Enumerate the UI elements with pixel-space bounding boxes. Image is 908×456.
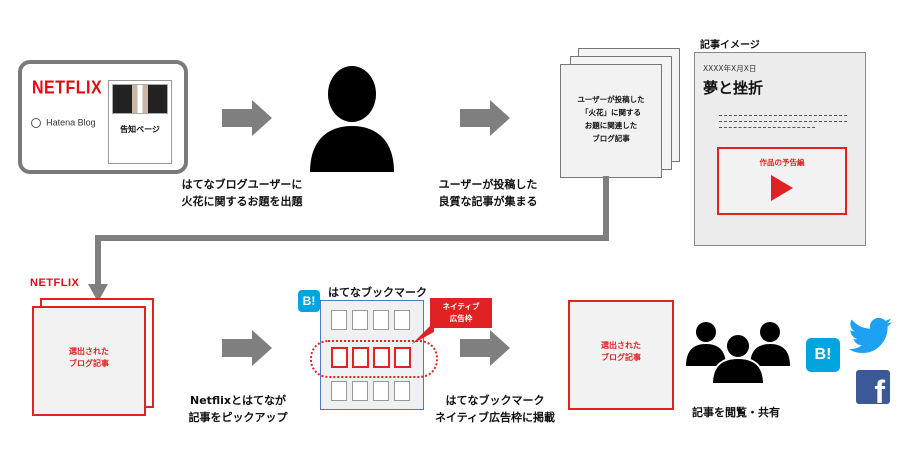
right-arrow-icon bbox=[460, 100, 510, 136]
hatena-circle-icon bbox=[31, 117, 41, 128]
article-image-heading: 記事イメージ bbox=[700, 40, 760, 51]
right-arrow-icon bbox=[460, 330, 510, 366]
article-text-line bbox=[719, 127, 815, 128]
notice-page-thumbnail: 告知ページ bbox=[108, 80, 172, 164]
blog-post-line2: 「火花」に関する bbox=[581, 108, 641, 117]
entry-thumbnail bbox=[331, 381, 347, 401]
right-arrow-icon bbox=[222, 100, 272, 136]
entry-thumbnail bbox=[352, 310, 368, 330]
blog-post-stack-text: ユーザーが投稿した 「火花」に関する お題に関連した ブログ記事 bbox=[561, 93, 661, 145]
step2-caption-line2: 良質な記事が集まる bbox=[438, 195, 538, 208]
selected-post-front: 選出された ブログ記事 bbox=[32, 306, 146, 416]
selected-post-line2: ブログ記事 bbox=[69, 359, 109, 368]
native-ad-callout-line1: ネイティブ bbox=[442, 302, 480, 311]
entry-thumbnail bbox=[394, 381, 410, 401]
native-ad-callout-line2: 広告枠 bbox=[449, 314, 473, 323]
hatena-blog-logo-text: Hatena Blog bbox=[46, 117, 96, 128]
native-ad-thumbnail bbox=[331, 347, 348, 368]
trailer-video-label: 作品の予告編 bbox=[759, 158, 805, 167]
user-icon bbox=[310, 66, 394, 172]
facebook-letter: f bbox=[874, 374, 885, 404]
entry-thumbnail bbox=[373, 310, 389, 330]
article-image-frame: XXXX年X月X日 夢と挫折 作品の予告編 bbox=[694, 52, 866, 246]
native-ad-thumbnail bbox=[352, 347, 369, 368]
twitter-icon bbox=[848, 317, 892, 353]
blog-post-line3: お題に関連した bbox=[584, 121, 638, 130]
published-post-line1: 選出された bbox=[601, 341, 641, 350]
hatena-bookmark-title: はてなブックマーク bbox=[328, 286, 427, 299]
user-group-icon bbox=[686, 322, 790, 385]
entry-thumbnail bbox=[331, 310, 347, 330]
step4-caption: Netflixとはてなが 記事をピックアップ bbox=[168, 392, 308, 426]
step6-caption: 記事を閲覧・共有 bbox=[692, 406, 780, 419]
article-text-line bbox=[719, 121, 847, 122]
facebook-icon: f bbox=[856, 370, 890, 404]
right-arrow-icon bbox=[222, 330, 272, 366]
connector-down-arrow bbox=[88, 176, 609, 302]
step2-caption: ユーザーが投稿した 良質な記事が集まる bbox=[418, 176, 558, 210]
blog-post-line4: ブログ記事 bbox=[592, 134, 630, 143]
step1-caption-line2: 火花に関するお題を出題 bbox=[181, 195, 303, 208]
step1-caption-line1: はてなブログユーザーに bbox=[181, 178, 303, 191]
native-ad-highlight bbox=[310, 340, 438, 378]
selected-post-line1: 選出された bbox=[69, 347, 109, 356]
article-date: XXXX年X月X日 bbox=[703, 64, 757, 73]
trailer-video-box[interactable]: 作品の予告編 bbox=[717, 147, 847, 215]
native-ad-callout: ネイティブ 広告枠 bbox=[430, 298, 492, 328]
step5-caption: はてなブックマーク ネイティブ広告枠に掲載 bbox=[420, 392, 570, 426]
entry-thumbnail bbox=[373, 381, 389, 401]
step5-caption-line2: ネイティブ広告枠に掲載 bbox=[434, 411, 556, 424]
native-ad-thumbnail bbox=[373, 347, 390, 368]
blog-post-line1: ユーザーが投稿した bbox=[577, 95, 645, 104]
blog-post-stack-front: ユーザーが投稿した 「火花」に関する お題に関連した ブログ記事 bbox=[560, 64, 662, 178]
hatena-bookmark-badge: B! bbox=[298, 290, 320, 312]
step1-caption: はてなブログユーザーに 火花に関するお題を出題 bbox=[162, 176, 322, 210]
selected-post-text: 選出された ブログ記事 bbox=[34, 346, 144, 370]
notice-page-image bbox=[112, 84, 168, 114]
hatena-bookmark-icon: B! bbox=[806, 338, 840, 372]
native-ad-callout-tail bbox=[412, 322, 434, 344]
netflix-logo: NETFLIX bbox=[32, 78, 103, 99]
native-ad-thumbnail bbox=[394, 347, 411, 368]
hatena-blog-logo: Hatena Blog bbox=[31, 112, 96, 128]
entry-thumbnail bbox=[394, 310, 410, 330]
entry-thumbnail bbox=[352, 381, 368, 401]
step5-caption-line1: はてなブックマーク bbox=[445, 394, 545, 407]
step4-caption-line1: Netflixとはてなが bbox=[190, 394, 286, 407]
netflix-logo: NETFLIX bbox=[30, 277, 80, 289]
article-text-line bbox=[719, 115, 847, 116]
published-post-line2: ブログ記事 bbox=[601, 353, 641, 362]
article-body-lines bbox=[719, 111, 847, 128]
step4-caption-line2: 記事をピックアップ bbox=[188, 411, 288, 424]
step2-caption-line1: ユーザーが投稿した bbox=[438, 178, 538, 191]
notice-page-label: 告知ページ bbox=[120, 125, 160, 134]
published-post-text: 選出された ブログ記事 bbox=[570, 340, 672, 364]
notice-page-panel: NETFLIX Hatena Blog 告知ページ bbox=[18, 60, 188, 174]
play-icon bbox=[771, 175, 793, 201]
published-post: 選出された ブログ記事 bbox=[568, 300, 674, 410]
article-title: 夢と挫折 bbox=[703, 79, 764, 97]
